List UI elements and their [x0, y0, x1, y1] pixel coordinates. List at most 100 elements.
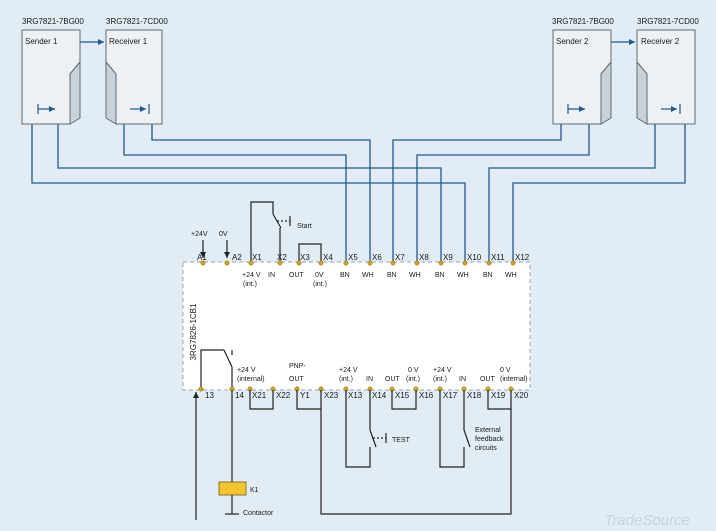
- y1-x23-bridge: [296, 390, 322, 410]
- terminal-x6: X6: [372, 253, 382, 262]
- terminal-x18: X18: [467, 391, 482, 400]
- sender-1-part: 3RG7821-7BG00: [22, 17, 84, 26]
- terminal-x19: X19: [491, 391, 506, 400]
- terminal-x9: X9: [443, 253, 453, 262]
- terminal-x2: X2: [277, 253, 287, 262]
- receiver-2-beam-icon: [661, 104, 681, 114]
- fn-x21-line2: (internal): [237, 376, 265, 383]
- x15-x16-bridge: [391, 390, 417, 410]
- feedback-line1: External: [475, 427, 501, 434]
- k1-label: K1: [250, 487, 259, 494]
- terminal-x22: X22: [276, 391, 291, 400]
- bottom-terminals: 13 14 X21 X22 Y1 X23 X13 X14 X15 X16 X17…: [205, 391, 529, 400]
- sender-1-label: Sender 1: [25, 37, 58, 46]
- terminal-x21: X21: [252, 391, 267, 400]
- terminal-a1: A1: [197, 253, 207, 262]
- fn-x5: BN: [340, 272, 350, 279]
- receiver-2: 3RG7821-7CD00 Receiver 2: [636, 17, 699, 125]
- terminal-x16: X16: [419, 391, 434, 400]
- fn-x20-line2: (internal): [500, 376, 528, 383]
- feedback-line3: circuits: [475, 445, 497, 452]
- terminal-a2: A2: [232, 253, 242, 262]
- terminal-14: 14: [235, 391, 244, 400]
- supply-zero-label: 0V: [219, 231, 228, 238]
- terminal-x14: X14: [372, 391, 387, 400]
- k1-coil: [218, 481, 247, 496]
- fn-x13-line1: +24 V: [339, 367, 358, 374]
- fn-x7: BN: [387, 272, 397, 279]
- feedback-circuit: External feedback circuits: [439, 390, 504, 468]
- receiver-1: 3RG7821-7CD00 Receiver 1: [105, 17, 168, 125]
- fn-x14: IN: [366, 376, 373, 383]
- bottom-terminal-dots: [198, 386, 514, 392]
- terminal-x11: X11: [491, 253, 505, 262]
- fn-x19: OUT: [480, 376, 496, 383]
- sender-2-part: 3RG7821-7BG00: [552, 17, 614, 26]
- supply-plus-label: +24V: [191, 231, 208, 238]
- terminal-x10: X10: [467, 253, 482, 262]
- terminal-x4: X4: [323, 253, 333, 262]
- receiver-2-part: 3RG7821-7CD00: [637, 17, 699, 26]
- fn-x13-line2: (int.): [339, 376, 353, 383]
- receiver-1-label: Receiver 1: [109, 37, 148, 46]
- terminal-x13: X13: [348, 391, 363, 400]
- fn-x17-line1: +24 V: [433, 367, 452, 374]
- relay-contact-13-14: [200, 349, 233, 388]
- terminal-x23: X23: [324, 391, 339, 400]
- fn-y1-line2: OUT: [289, 376, 305, 383]
- fn-x3: OUT: [289, 272, 305, 279]
- sender-1-beam-icon: [37, 104, 55, 114]
- x23-x20-loop: [320, 409, 512, 515]
- fn-x1-line1: +24 V: [242, 272, 261, 279]
- fn-x4-line1: 0V: [315, 272, 324, 279]
- terminal-y1: Y1: [300, 391, 310, 400]
- fn-x2: IN: [268, 272, 275, 279]
- fn-x16-line1: 0 V: [408, 367, 419, 374]
- contactor-k1: K1 Contactor: [218, 481, 274, 517]
- terminal-x7: X7: [395, 253, 405, 262]
- sender-2-beam-icon: [567, 104, 585, 114]
- receiver-1-beam-icon: [130, 104, 150, 114]
- module-body: [182, 261, 531, 391]
- fn-x20-line1: 0 V: [500, 367, 511, 374]
- receiver-2-label: Receiver 2: [641, 37, 680, 46]
- sensor-cables: [31, 124, 686, 262]
- fn-x11: BN: [483, 272, 493, 279]
- fn-x18: IN: [459, 376, 466, 383]
- test-switch: TEST: [345, 390, 411, 468]
- fn-x16-line2: (int.): [406, 376, 420, 383]
- top-functions: +24 V (int.) IN OUT 0V (int.) BN WH BN W…: [242, 272, 517, 288]
- terminal-x5: X5: [348, 253, 358, 262]
- module-part: 3RG7826-1CB1: [189, 303, 198, 360]
- terminal-x3: X3: [300, 253, 310, 262]
- fn-x10: WH: [457, 272, 469, 279]
- terminal-x20: X20: [514, 391, 529, 400]
- sender-1: 3RG7821-7BG00 Sender 1: [21, 17, 84, 125]
- fn-x12: WH: [505, 272, 517, 279]
- terminal-x1: X1: [252, 253, 262, 262]
- fn-x17-line2: (int.): [433, 376, 447, 383]
- bottom-functions: +24 V (internal) PNP- OUT +24 V (int.) I…: [237, 363, 528, 383]
- fn-x15: OUT: [385, 376, 401, 383]
- x3-x4-bridge: [298, 243, 322, 262]
- fn-x6: WH: [362, 272, 374, 279]
- sender-2-label: Sender 2: [556, 37, 589, 46]
- terminal-x15: X15: [395, 391, 410, 400]
- x19-x20-bridge: [487, 390, 512, 410]
- test-label: TEST: [392, 437, 411, 444]
- fn-x4-line2: (int.): [313, 281, 327, 288]
- top-terminal-dots: [200, 260, 516, 266]
- start-switch: Start: [250, 201, 312, 262]
- start-label: Start: [297, 223, 312, 230]
- watermark: TradeSource: [604, 512, 690, 529]
- terminal-13: 13: [205, 391, 214, 400]
- terminal-x8: X8: [419, 253, 429, 262]
- fn-x8: WH: [409, 272, 421, 279]
- sender-2: 3RG7821-7BG00 Sender 2: [552, 17, 614, 125]
- fn-y1-line1: PNP-: [289, 363, 306, 370]
- terminal-x12: X12: [515, 253, 530, 262]
- fn-x21-line1: +24 V: [237, 367, 256, 374]
- feedback-line2: feedback: [475, 436, 504, 443]
- x21-x22-bridge: [249, 390, 274, 410]
